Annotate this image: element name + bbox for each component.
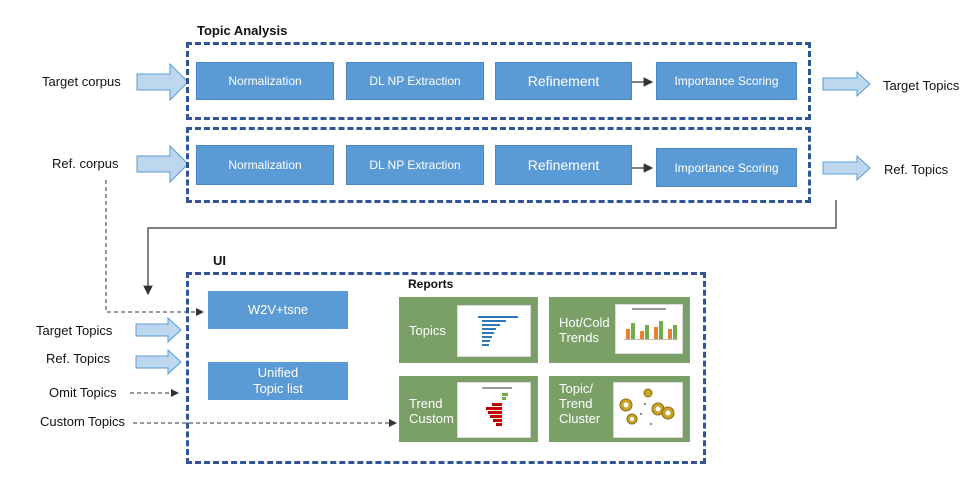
report-hot-cold-trends[interactable]: Hot/Cold Trends: [549, 297, 690, 363]
trend-custom-thumbnail: [457, 382, 531, 438]
ui-input-target-topics: Target Topics: [36, 323, 113, 338]
ref-np-extraction-step: DL NP Extraction: [346, 145, 484, 185]
reports-title: Reports: [408, 277, 454, 291]
ref-corpus-to-w2v-line: [105, 180, 204, 316]
target-np-extraction-step: DL NP Extraction: [346, 62, 484, 100]
unified-topic-list-box: Unified Topic list: [208, 362, 348, 400]
report-hot-cold-label: Hot/Cold Trends: [559, 315, 610, 345]
w2v-tsne-box: W2V+tsne: [208, 291, 348, 329]
ref-normalization-step: Normalization: [196, 145, 334, 185]
report-topic-trend-cluster[interactable]: Topic/ Trend Cluster: [549, 376, 690, 442]
target-topics-output-label: Target Topics: [883, 78, 960, 93]
ref-topics-feedback-line: [143, 200, 837, 296]
report-topics[interactable]: Topics: [399, 297, 538, 363]
ref-corpus-arrow: [136, 144, 189, 184]
target-normalization-step: Normalization: [196, 62, 334, 100]
ui-frame: [186, 272, 706, 464]
ref-refinement-step: Refinement: [495, 145, 632, 185]
ref-importance-scoring-step: Importance Scoring: [656, 148, 797, 187]
target-refinement-step: Refinement: [495, 62, 632, 100]
target-importance-scoring-step: Importance Scoring: [656, 62, 797, 100]
ref-analysis-frame: [186, 127, 811, 203]
ui-target-topics-arrow: [135, 316, 182, 344]
ui-ref-topics-arrow: [135, 348, 182, 376]
target-topics-output-arrow: [822, 70, 871, 98]
ui-input-ref-topics: Ref. Topics: [46, 351, 111, 366]
report-trend-custom-label: Trend Custom: [409, 396, 454, 426]
ui-title: UI: [213, 253, 226, 268]
target-analysis-frame: [186, 42, 811, 120]
ref-topics-output-arrow: [822, 154, 871, 182]
report-topics-label: Topics: [409, 323, 446, 338]
ref-corpus-label: Ref. corpus: [52, 156, 119, 171]
ui-input-omit-topics: Omit Topics: [49, 385, 117, 400]
ui-input-custom-topics: Custom Topics: [40, 414, 126, 429]
report-cluster-label: Topic/ Trend Cluster: [559, 381, 601, 426]
topic-analysis-title: Topic Analysis: [197, 23, 288, 38]
report-trend-custom[interactable]: Trend Custom: [399, 376, 538, 442]
topics-bar-thumbnail: [457, 305, 531, 357]
ref-topics-output-label: Ref. Topics: [884, 162, 949, 177]
target-corpus-arrow: [136, 62, 189, 102]
hot-cold-bar-thumbnail: [615, 304, 683, 354]
cluster-thumbnail: [613, 382, 683, 438]
target-corpus-label: Target corpus: [42, 74, 121, 89]
